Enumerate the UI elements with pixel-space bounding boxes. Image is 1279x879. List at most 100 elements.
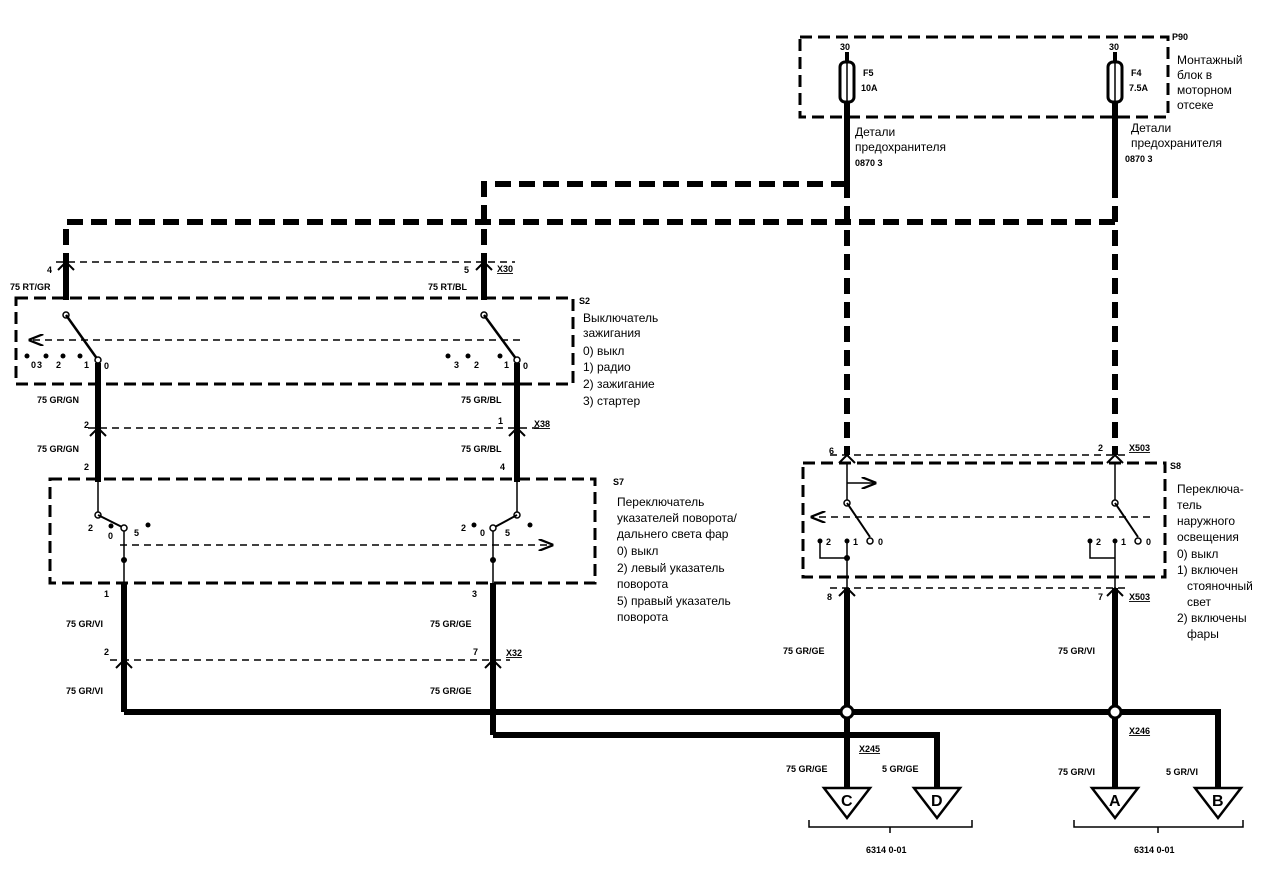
x30-label: X30 xyxy=(497,264,513,274)
x246-label: X246 xyxy=(1129,726,1150,736)
fuse-f5-detail-1: Детали xyxy=(855,125,895,139)
s8-left-digit-0: 0 xyxy=(878,537,883,547)
s2-title-1: Выключатель xyxy=(583,311,658,325)
s7-right-digit-5: 5 xyxy=(505,528,510,538)
x32-wire-left-bottom: 75 GR/VI xyxy=(66,686,103,696)
s7-title-3: дальнего света фар xyxy=(617,527,729,541)
s2-title-2: зажигания xyxy=(583,326,641,340)
terminal-a-wire: 75 GR/VI xyxy=(1058,767,1095,777)
fuse-f5-rating: 10A xyxy=(861,83,878,93)
x32-pin-left-top: 1 xyxy=(104,589,109,599)
s2-right-digit-2: 2 xyxy=(474,360,479,370)
terminal-d-label: D xyxy=(931,793,943,810)
x32-pin-left-bottom: 2 xyxy=(104,647,109,657)
s2-id: S2 xyxy=(579,296,590,306)
ignition-to-turn-wires: 75 GR/GN 75 GR/BL 2 1 X38 75 GR/GN 75 GR… xyxy=(37,363,550,482)
output-terminals: X245 X246 75 GR/GE 5 GR/GE 75 GR/VI 5 GR… xyxy=(786,726,1244,855)
s2-left-digit-5: 0 xyxy=(104,361,109,371)
x38-pin-right-bottom: 4 xyxy=(500,462,505,472)
x503-pin-right-out: 7 xyxy=(1098,592,1103,602)
s7-pos-3: 5) правый указатель xyxy=(617,594,731,608)
s8-pos-1: 1) включен xyxy=(1177,563,1238,577)
terminal-b-icon xyxy=(1192,786,1244,821)
x38-wire-left-bottom: 75 GR/GN xyxy=(37,444,79,454)
s7-pos-0: 0) выкл xyxy=(617,544,658,558)
fuse-f4-id: F4 xyxy=(1131,68,1142,78)
x503-pin-right-in: 2 xyxy=(1098,443,1103,453)
terminal-b-label: B xyxy=(1212,793,1224,810)
turn-switch-s7: S7 Переключатель указателей поворота/ да… xyxy=(48,477,738,624)
x32-wire-right-top: 75 GR/GE xyxy=(430,619,472,629)
fuse-f4-terminal: 30 xyxy=(1109,42,1119,52)
s8-right-digit-1: 1 xyxy=(1121,537,1126,547)
s2-left-digit-4: 1 xyxy=(84,360,89,370)
x38-label: X38 xyxy=(534,419,550,429)
s7-right-digit-2: 2 xyxy=(461,523,466,533)
terminal-a-label: A xyxy=(1109,793,1121,810)
terminal-c-label: C xyxy=(841,793,853,810)
connector-x503-in: 6 2 X503 xyxy=(829,443,1150,464)
fuse-f4-detail-1: Детали xyxy=(1131,121,1171,135)
fuse-box-title-2: блок в xyxy=(1177,68,1212,82)
x32-label: X32 xyxy=(506,648,522,658)
connector-x503-out: 8 7 X503 75 GR/GE 75 GR/VI xyxy=(783,586,1150,790)
s2-right-digit-1: 3 xyxy=(454,360,459,370)
s7-pos-4: поворота xyxy=(617,610,669,624)
fuse-f5-detail-2: предохранителя xyxy=(855,140,946,154)
x503-label-in: X503 xyxy=(1129,443,1150,453)
s8-left-digit-2: 2 xyxy=(826,537,831,547)
s7-id: S7 xyxy=(613,477,624,487)
fuse-box-id: P90 xyxy=(1172,32,1188,42)
s2-left-digit-3: 2 xyxy=(56,360,61,370)
s8-pos-3: свет xyxy=(1187,595,1212,609)
x30-wire-left: 75 RT/GR xyxy=(10,282,51,292)
terminal-c-icon xyxy=(821,786,873,821)
s7-right-digit-0: 0 xyxy=(480,528,485,538)
supply-wires xyxy=(63,102,1118,455)
x38-wire-right-top: 75 GR/BL xyxy=(461,395,502,405)
s8-right-digit-0: 0 xyxy=(1146,537,1151,547)
x32-wire-right-bottom: 75 GR/GE xyxy=(430,686,472,696)
x38-pin-left-bottom: 2 xyxy=(84,462,89,472)
fuse-f5: 30 F5 10A Детали предохранителя 0870 3 xyxy=(838,42,946,168)
x245-label: X245 xyxy=(859,744,880,754)
s7-pos-2: поворота xyxy=(617,577,669,591)
fuse-box-title-3: моторном xyxy=(1177,83,1232,97)
connector-x30: 4 5 X30 75 RT/GR 75 RT/BL xyxy=(10,260,515,300)
fuse-f5-terminal: 30 xyxy=(840,42,850,52)
terminal-a-icon xyxy=(1089,786,1141,821)
x38-pin-left-top: 2 xyxy=(84,420,89,430)
terminal-b-wire: 5 GR/VI xyxy=(1166,767,1198,777)
x38-wire-left-top: 75 GR/GN xyxy=(37,395,79,405)
terminal-d-wire: 5 GR/GE xyxy=(882,764,919,774)
s8-pos-5: фары xyxy=(1187,627,1219,641)
fuse-f5-id: F5 xyxy=(863,68,874,78)
s8-pos-4: 2) включены xyxy=(1177,611,1247,625)
x38-pin-right-top: 1 xyxy=(498,416,503,426)
s8-title-2: тель xyxy=(1177,498,1202,512)
ignition-switch-s2: S2 Выключатель зажигания 0) выкл 1) ради… xyxy=(14,296,658,408)
x503-label-out: X503 xyxy=(1129,592,1150,602)
s7-left-digit-5: 5 xyxy=(134,528,139,538)
x30-pin-right: 5 xyxy=(464,265,469,275)
x30-wire-right: 75 RT/BL xyxy=(428,282,468,292)
s2-right-digit-3: 1 xyxy=(504,360,509,370)
s2-pos-1: 1) радио xyxy=(583,360,631,374)
s2-pos-3: 3) стартер xyxy=(583,394,640,408)
x32-wire-left-top: 75 GR/VI xyxy=(66,619,103,629)
s2-left-digit-2: 3 xyxy=(37,360,42,370)
s8-right-digit-2: 2 xyxy=(1096,537,1101,547)
s8-id: S8 xyxy=(1170,461,1181,471)
x32-pin-right-top: 3 xyxy=(472,589,477,599)
s8-wire-left: 75 GR/GE xyxy=(783,646,825,656)
x32-pin-right-bottom: 7 xyxy=(473,647,478,657)
s7-left-digit-0: 0 xyxy=(108,531,113,541)
s2-pos-0: 0) выкл xyxy=(583,344,624,358)
fuse-box-p90: P90 Монтажный блок в моторном отсеке xyxy=(798,32,1242,119)
output-ref-right: 6314 0-01 xyxy=(1134,845,1175,855)
fuse-box-title-1: Монтажный xyxy=(1177,53,1242,67)
s8-wire-right: 75 GR/VI xyxy=(1058,646,1095,656)
output-ref-left: 6314 0-01 xyxy=(866,845,907,855)
terminal-c-wire: 75 GR/GE xyxy=(786,764,828,774)
